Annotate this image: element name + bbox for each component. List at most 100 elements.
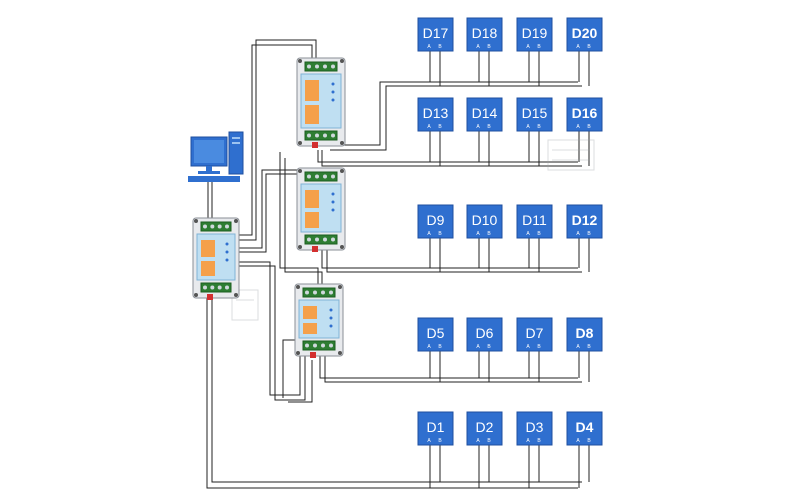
device-box [417, 411, 454, 446]
led-indicator [331, 98, 335, 102]
pin-a-label: A [476, 44, 480, 50]
pin-a-label: A [576, 44, 580, 50]
device-box [417, 317, 454, 352]
terminal-block-bottom [304, 234, 338, 245]
relay-module-3[interactable] [294, 283, 344, 358]
pin-a-label: A [427, 231, 431, 237]
pin-a-label: A [427, 344, 431, 350]
device-box [566, 17, 603, 52]
device-label: D11 [522, 212, 547, 228]
pin-b-label: B [537, 44, 541, 50]
relay-module-1[interactable] [296, 57, 346, 148]
terminal-block-bottom [304, 130, 338, 141]
pin-b-label: B [587, 231, 591, 237]
pin-b-label: B [587, 124, 591, 130]
pin-b-label: B [537, 438, 541, 444]
led-indicator [331, 90, 335, 94]
pin-b-label: B [487, 124, 491, 130]
terminal-block-top [304, 171, 338, 182]
terminal-block-top [304, 61, 338, 72]
led-indicator [225, 250, 229, 254]
pin-b-label: B [438, 231, 442, 237]
pin-a-label: A [526, 124, 530, 130]
pin-b-label: B [487, 231, 491, 237]
terminal-block-top [200, 221, 232, 232]
device-box [417, 204, 454, 239]
pin-a-label: A [576, 231, 580, 237]
gateway-module-master[interactable] [192, 217, 240, 300]
pin-b-label: B [587, 44, 591, 50]
device-label: D7 [526, 325, 544, 341]
device-label: D12 [572, 212, 598, 228]
pin-a-label: A [476, 231, 480, 237]
device-label: D5 [427, 325, 445, 341]
device-box [466, 411, 503, 446]
pin-a-label: A [526, 44, 530, 50]
led-indicator [329, 324, 333, 328]
relay-block [305, 80, 319, 101]
device-label: D18 [472, 25, 498, 41]
pin-b-label: B [487, 344, 491, 350]
pin-a-label: A [576, 124, 580, 130]
led-indicator [331, 82, 335, 86]
pin-b-label: B [487, 438, 491, 444]
device-label: D6 [476, 325, 494, 341]
device-box [417, 17, 454, 52]
device-box [516, 97, 553, 132]
device-label: D14 [472, 105, 498, 121]
pin-b-label: B [438, 44, 442, 50]
pin-a-label: A [427, 438, 431, 444]
device-label: D15 [522, 105, 548, 121]
pin-a-label: A [526, 344, 530, 350]
pin-b-label: B [438, 124, 442, 130]
led-indicator [329, 308, 333, 312]
modules [192, 57, 346, 358]
wiring [206, 39, 582, 489]
device-box [466, 317, 503, 352]
device-box [417, 97, 454, 132]
device-box [516, 317, 553, 352]
pin-a-label: A [526, 438, 530, 444]
device-label: D19 [522, 25, 548, 41]
device-d5[interactable]: D5A B [417, 317, 454, 352]
relay-module-2[interactable] [296, 167, 346, 252]
device-drops [429, 51, 590, 488]
pin-a-label: A [427, 44, 431, 50]
power-connector [310, 352, 316, 358]
pin-a-label: A [427, 124, 431, 130]
device-box [516, 411, 553, 446]
pin-a-label: A [526, 231, 530, 237]
device-box [466, 17, 503, 52]
pin-b-label: B [487, 44, 491, 50]
led-indicator [331, 192, 335, 196]
device-box [516, 17, 553, 52]
relay-block [303, 306, 317, 319]
pin-b-label: B [587, 344, 591, 350]
terminal-block-top [302, 287, 336, 298]
device-label: D4 [576, 419, 594, 435]
pin-b-label: B [438, 344, 442, 350]
pin-b-label: B [537, 231, 541, 237]
